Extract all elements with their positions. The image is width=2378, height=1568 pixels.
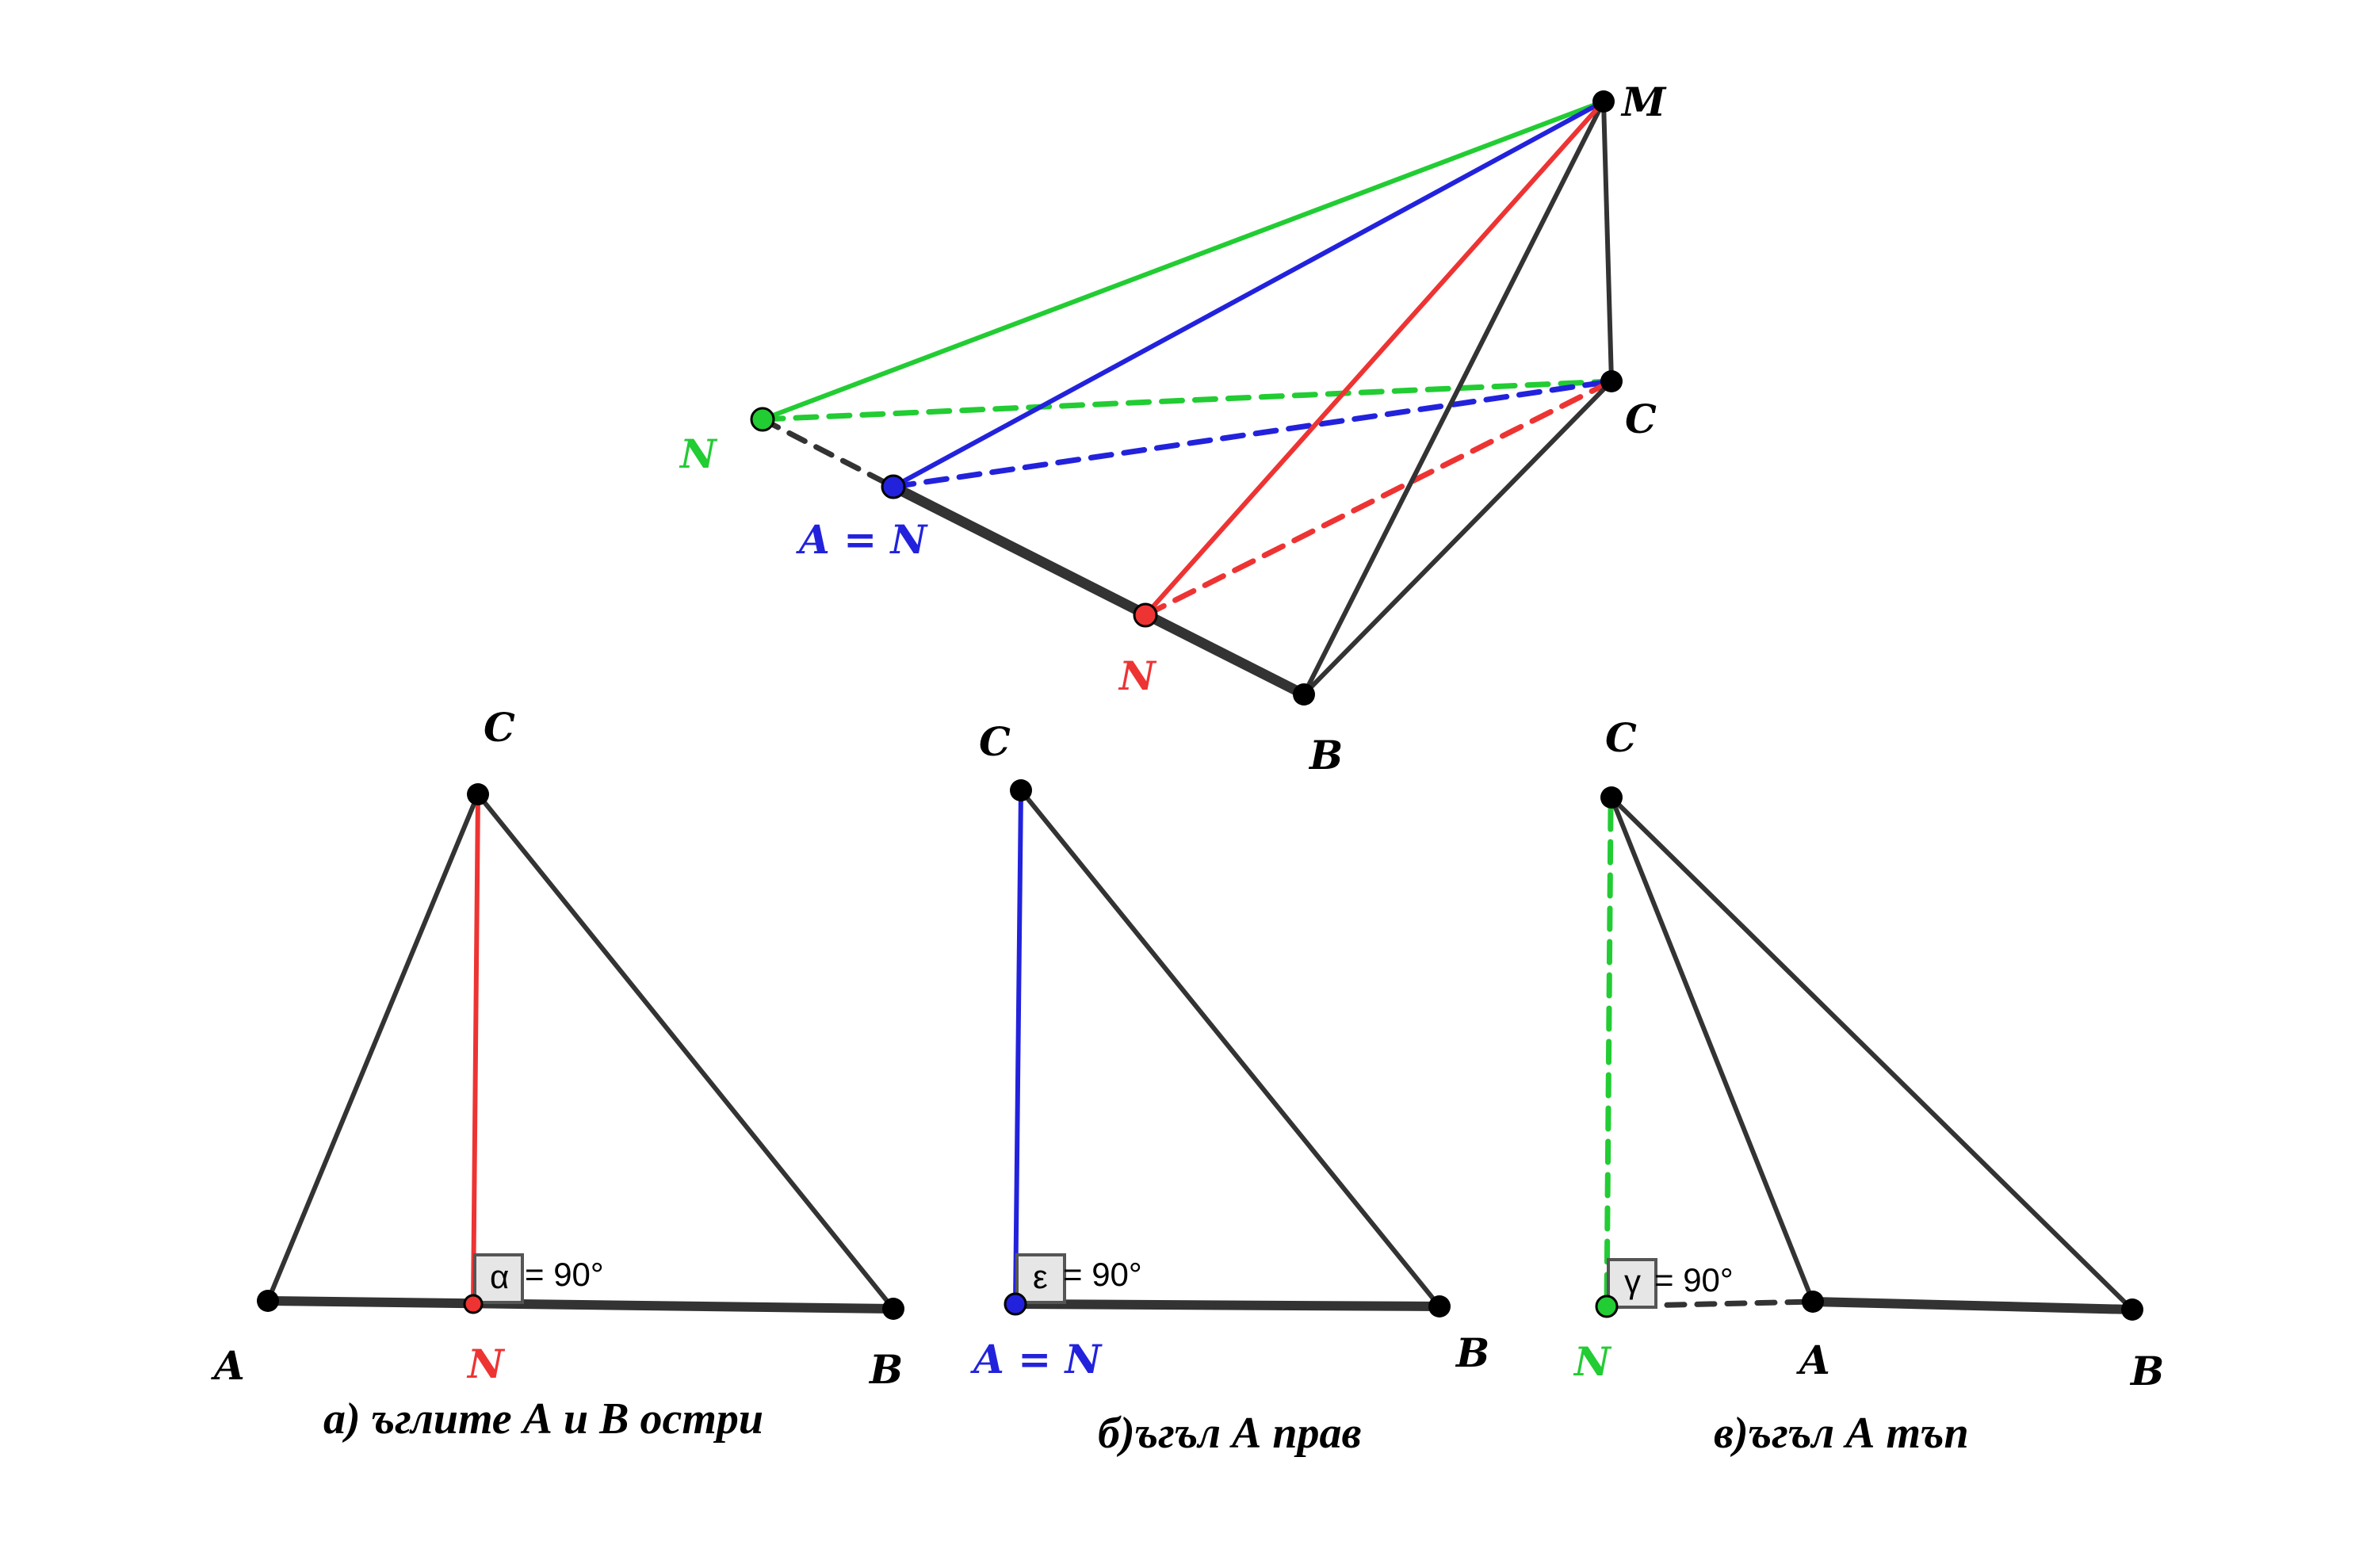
point-c [467, 783, 489, 805]
point-a-blue [881, 474, 906, 499]
point-b [2121, 1298, 2143, 1321]
edge-mb [1302, 99, 1606, 697]
point-c [1600, 370, 1623, 392]
dashed-blue-ac [890, 378, 1615, 490]
point-m [1592, 90, 1615, 113]
dashed-green-nc [759, 378, 1615, 423]
segment-red-mn [1143, 99, 1606, 618]
edge-ac [266, 792, 480, 1303]
angle-value-text: = 90° [525, 1256, 604, 1293]
edge-bc [1019, 788, 1442, 1309]
point-a [1802, 1291, 1824, 1313]
label-a: A [211, 1342, 245, 1389]
point-n-red [1133, 602, 1158, 628]
label-c: C [979, 718, 1011, 765]
right-angle-marker [1015, 1253, 1066, 1304]
edge-bc [476, 792, 896, 1311]
panel-b-right: ε = 90° C B A = N б)ъгъл А прав [970, 718, 1489, 1458]
label-n-red: N [1118, 652, 1157, 699]
dashed-red-nc [1142, 378, 1615, 618]
caption-b: б)ъгъл А прав [1098, 1409, 1362, 1458]
edge-ab [1808, 1297, 2137, 1314]
altitude-ca-blue [1013, 788, 1023, 1306]
edge-ac [1609, 795, 1815, 1304]
segment-blue-ma [891, 99, 1606, 489]
right-angle-marker [473, 1253, 524, 1304]
right-angle-marker [1607, 1258, 1657, 1309]
point-b [1293, 683, 1315, 706]
altitude-cn-green-dashed [1604, 805, 1614, 1310]
point-c [1010, 779, 1032, 801]
label-a-eq-n-blue: A = N [796, 516, 929, 563]
caption-c: в)ъгъл А тъп [1714, 1409, 1969, 1458]
label-a: A [1796, 1337, 1830, 1383]
point-n-red [463, 1294, 484, 1314]
altitude-cn-red [471, 792, 480, 1306]
point-b [1428, 1295, 1451, 1318]
edge-ab [263, 1296, 898, 1314]
caption-a: а) ъглите А и В остри [323, 1394, 763, 1444]
edge-bc [1609, 795, 2135, 1312]
point-a-blue [1004, 1292, 1027, 1316]
label-c: C [484, 704, 515, 751]
angle-value-text: = 90° [1063, 1256, 1142, 1293]
label-b: B [1455, 1329, 1489, 1376]
edge-ab [1011, 1299, 1444, 1311]
point-a [257, 1290, 279, 1312]
point-n-green [1595, 1295, 1619, 1318]
point-n-green [750, 407, 775, 432]
angle-symbol-alpha: α [490, 1258, 509, 1295]
label-a-eq-n-blue: A = N [970, 1336, 1103, 1383]
label-c: C [1625, 396, 1657, 442]
angle-symbol-epsilon: ε [1033, 1258, 1048, 1295]
dashed-black-na-extension [759, 416, 897, 490]
label-n-green: N [1573, 1338, 1612, 1385]
label-n-green: N [679, 430, 718, 477]
point-b [882, 1298, 904, 1320]
label-c: C [1605, 714, 1637, 761]
top-pyramid-figure: M C B N A = N N [679, 78, 1667, 778]
label-b: B [868, 1346, 903, 1393]
segment-green-mn [760, 99, 1606, 422]
label-b: B [1308, 732, 1343, 778]
panel-a-acute: α = 90° C A B N а) ъглите А и В остри [211, 704, 904, 1444]
point-c [1600, 786, 1623, 809]
angle-symbol-gamma: γ [1624, 1263, 1641, 1300]
label-n-red: N [466, 1340, 506, 1387]
edge-mc [1601, 99, 1614, 384]
label-b: B [2129, 1348, 2164, 1394]
edge-bc [1302, 379, 1614, 697]
panel-c-obtuse: γ = 90° C N A B в)ъгъл А тъп [1573, 714, 2164, 1458]
label-m: M [1620, 78, 1667, 125]
angle-value-text: = 90° [1654, 1261, 1734, 1298]
edge-ab [888, 481, 1309, 700]
